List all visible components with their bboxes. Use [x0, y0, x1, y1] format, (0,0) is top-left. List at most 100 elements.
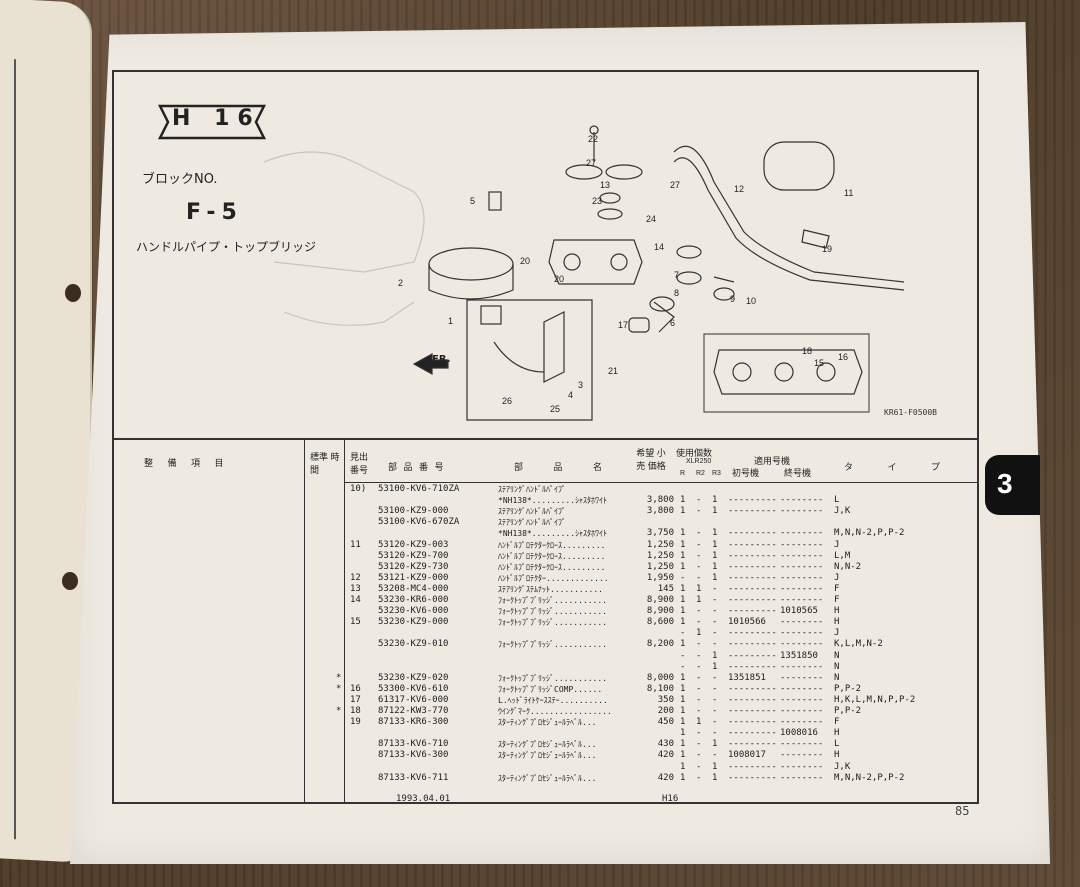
- cell-desc: ﾌｫｰｸﾄｯﾌﾟﾌﾞﾘｯｼﾞ...........: [498, 673, 607, 683]
- callout-9: 9: [730, 294, 736, 304]
- cell-from: ---------: [728, 528, 777, 539]
- cell-q3: -: [712, 706, 718, 716]
- cell-q2: 1: [696, 628, 702, 639]
- cell-to: --------: [780, 561, 824, 572]
- cell-q1: 1: [680, 694, 686, 705]
- header-col-r3: R3: [712, 470, 721, 477]
- cell-from: ---------: [728, 683, 777, 694]
- section-badge: H 16: [172, 106, 261, 131]
- cell-q3: 1: [712, 761, 718, 772]
- cell-type: F: [834, 583, 840, 594]
- cell-price: 8,600: [646, 617, 674, 628]
- cell-from: ---------: [728, 717, 777, 728]
- cell-type: J,K: [834, 761, 851, 772]
- cell-desc: ｽﾃｱﾘﾝｸﾞﾊﾝﾄﾞﾙﾊﾟｲﾌﾟ: [498, 485, 566, 494]
- cell-price: 430: [657, 739, 674, 750]
- cell-from: ---------: [728, 694, 777, 705]
- table-row: -1------------------J: [114, 628, 977, 638]
- cell-q2: -: [696, 650, 702, 661]
- cell-desc: ﾊﾝﾄﾞﾙﾌﾟﾛﾃｸﾀｰｸﾛｰｽ.........: [498, 540, 606, 550]
- cell-from: ---------: [728, 761, 777, 772]
- callout-23: 23: [592, 196, 603, 206]
- cell-type: J: [834, 539, 840, 550]
- cell-pn: 53300-KV6-610: [378, 683, 449, 694]
- table-row: 10) 53100-KV6-710ZA ｽﾃｱﾘﾝｸﾞﾊﾝﾄﾞﾙﾊﾟｲﾌﾟ: [114, 484, 977, 494]
- section-badge-frame: [157, 104, 267, 140]
- cell-q2: -: [696, 639, 702, 650]
- cell-q3: 1: [712, 739, 718, 750]
- cell-ref: 15: [350, 617, 361, 628]
- cell-q1: 1: [680, 528, 686, 539]
- callout-4: 4: [568, 390, 574, 400]
- cell-q3: 1: [712, 572, 718, 583]
- cell-type: H: [834, 728, 840, 739]
- cell-ref: 10): [350, 484, 367, 494]
- cell-desc: ﾌｫｰｸﾄｯﾌﾟﾌﾞﾘｯｼﾞ...........: [498, 607, 607, 617]
- callout-3: 3: [578, 380, 584, 390]
- cell-q2: -: [696, 706, 702, 716]
- cell-type: H: [834, 750, 840, 761]
- binder-hole: [65, 284, 81, 302]
- cell-pn: 53120-KZ9-003: [378, 539, 449, 550]
- cell-pn: 53208-MC4-000: [378, 583, 449, 594]
- callout-17: 17: [618, 320, 629, 330]
- cell-star: *: [336, 683, 342, 694]
- cell-desc: ｽﾀｰﾃｨﾝｸﾞﾌﾟﾛｾｼﾞｭｰﾙﾗﾍﾞﾙ...: [498, 773, 597, 783]
- cell-q3: -: [712, 606, 718, 617]
- cell-q2: -: [696, 539, 702, 550]
- callout-27: 27: [586, 158, 597, 168]
- cell-price: 1,250: [646, 539, 674, 550]
- cell-q2: -: [696, 550, 702, 561]
- callout-16: 16: [838, 352, 849, 362]
- cell-q2: 1: [696, 583, 702, 594]
- cell-pn: 87133-KV6-710: [378, 739, 449, 750]
- cell-pn: 87122-KW3-770: [378, 706, 449, 716]
- cell-type: J: [834, 628, 840, 639]
- cell-ref: 18: [350, 706, 361, 716]
- header-applicable-no: 適用号機: [754, 456, 791, 466]
- cell-to: --------: [780, 750, 824, 761]
- header-first-no: 初号機: [732, 468, 760, 478]
- cell-pn: 53100-KV6-710ZA: [378, 484, 460, 494]
- callout-15: 15: [814, 358, 825, 368]
- cell-to: --------: [780, 672, 824, 683]
- cell-type: P,P-2: [834, 683, 862, 694]
- cell-desc: ｽﾀｰﾃｨﾝｸﾞﾌﾟﾛｾｼﾞｭｰﾙﾗﾍﾞﾙ...: [498, 751, 597, 761]
- callout-26: 26: [502, 396, 513, 406]
- cell-desc: ﾌｫｰｸﾄｯﾌﾟﾌﾞﾘｯｼﾞCOMP......: [498, 684, 603, 694]
- cell-to: --------: [780, 661, 824, 672]
- binder-hole: [62, 572, 78, 590]
- cell-q1: 1: [680, 772, 686, 783]
- cell-price: 1,250: [646, 550, 674, 561]
- cell-type: L,M: [834, 550, 851, 561]
- cell-from: ---------: [728, 728, 777, 739]
- cell-q3: -: [712, 750, 718, 761]
- cell-star: *: [336, 672, 342, 683]
- cell-price: 3,800: [646, 495, 674, 506]
- header-ref-no: 見出 番号: [350, 452, 369, 475]
- cell-desc: ｽﾃｱﾘﾝｸﾞｽﾃﾑﾅｯﾄ...........: [498, 584, 603, 594]
- callout-2: 2: [398, 278, 404, 288]
- header-model: XLR250: [686, 458, 712, 465]
- cell-q2: -: [696, 694, 702, 705]
- cell-q2: -: [696, 561, 702, 572]
- cell-q1: -: [680, 661, 686, 672]
- cell-q2: -: [696, 761, 702, 772]
- cell-type: N: [834, 650, 840, 661]
- cell-q1: 1: [680, 583, 686, 594]
- cell-to: --------: [780, 583, 824, 594]
- cell-q1: 1: [680, 561, 686, 572]
- section-tab[interactable]: [985, 455, 1040, 515]
- cell-desc: ｽﾃｱﾘﾝｸﾞﾊﾝﾄﾞﾙﾊﾟｲﾌﾟ: [498, 518, 566, 528]
- cell-q1: 1: [680, 761, 686, 772]
- cell-price: 420: [657, 772, 674, 783]
- cell-q3: -: [712, 617, 718, 628]
